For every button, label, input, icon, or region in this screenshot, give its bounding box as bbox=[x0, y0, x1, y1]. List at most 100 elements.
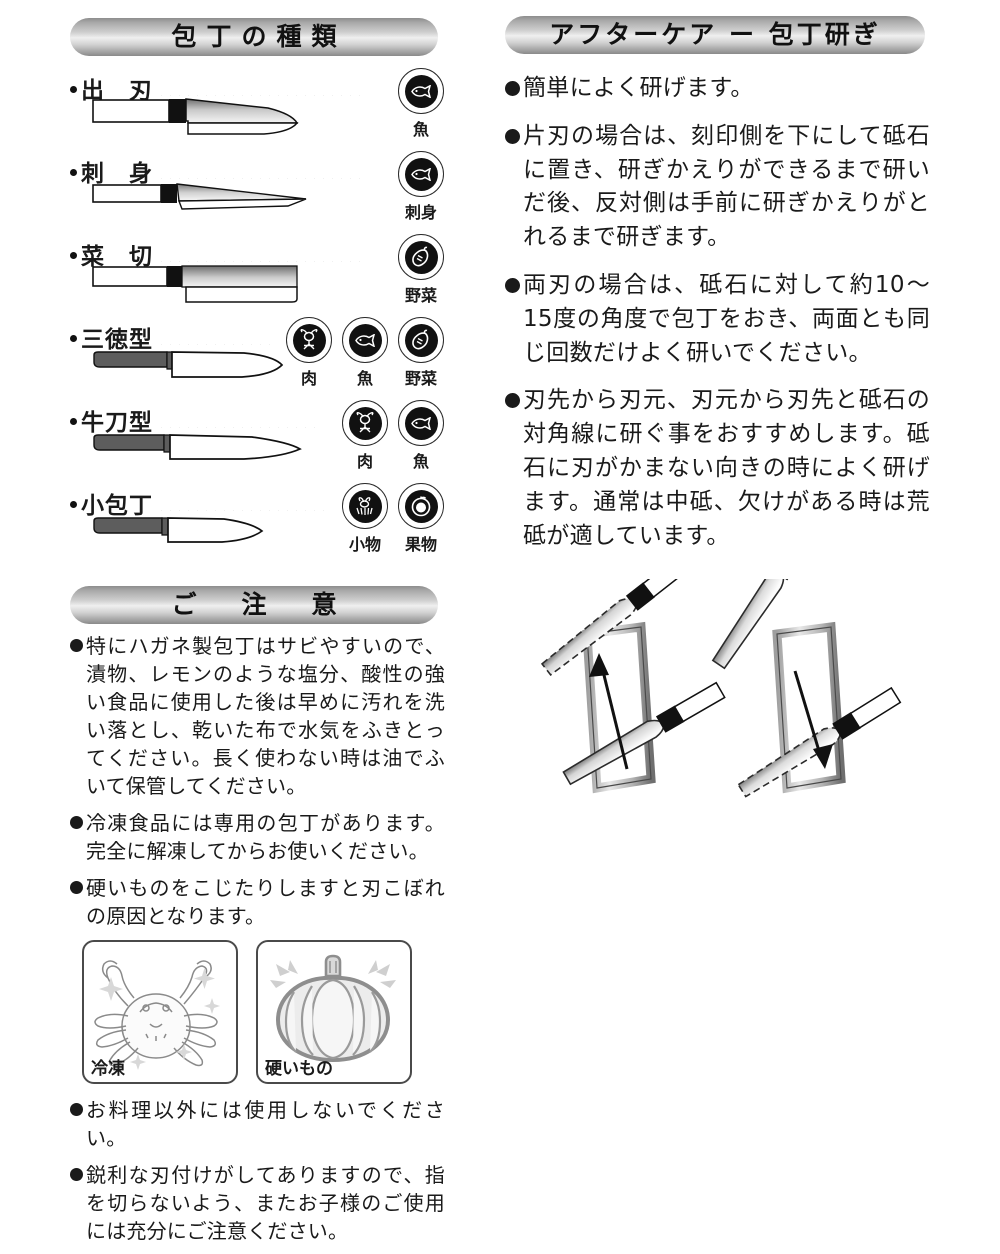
meat-icon bbox=[286, 317, 332, 363]
caution-note-text: お料理以外には使用しないでください。 bbox=[86, 1098, 445, 1150]
list-bullet-icon bbox=[70, 86, 77, 93]
aftercare-header: アフターケア ー 包丁研ぎ bbox=[505, 16, 925, 54]
knife-row: 小包丁 bbox=[70, 483, 445, 566]
usage-icon-caption: 肉 bbox=[300, 369, 317, 388]
list-bullet-icon bbox=[70, 418, 77, 425]
knife-name: 牛刀型 bbox=[81, 410, 153, 436]
caution-header: ご 注 意 bbox=[70, 586, 438, 624]
usage-icon-caption: 魚 bbox=[412, 452, 429, 471]
caution-note-text: 硬いものをこじたりしますと刃こぼれの原因となります。 bbox=[86, 876, 445, 928]
note-bullet-icon bbox=[505, 81, 520, 96]
meat-icon bbox=[342, 400, 388, 446]
usage-icon-item: 魚 bbox=[341, 317, 389, 389]
usage-icon-cluster: 刺身 bbox=[397, 151, 445, 223]
aftercare-note: 刃先から刃元、刃元から刃先と砥石の対角線に研ぐ事をおすすめします。砥石に刃がかま… bbox=[505, 384, 930, 553]
fish-icon bbox=[398, 400, 444, 446]
aftercare-note-text: 片刃の場合は、刻印側を下にして砥石に置き、研ぎかえりができるまで研いだ後、反対側… bbox=[523, 122, 930, 251]
usage-icon-caption: 小物 bbox=[348, 535, 381, 554]
usage-icon-item: 肉 bbox=[285, 317, 333, 389]
leader-dots bbox=[157, 344, 275, 345]
list-bullet-icon bbox=[70, 252, 77, 259]
usage-icon-cluster: 肉 魚 bbox=[285, 317, 445, 389]
knife-illustration-nakiri bbox=[92, 262, 342, 314]
knife-name: 三徳型 bbox=[81, 327, 153, 353]
leader-dots bbox=[157, 510, 327, 511]
right-column: アフターケア ー 包丁研ぎ 簡単によく研げます。 片刃の場合は、刻印側を下にして… bbox=[505, 0, 930, 1200]
usage-icon-caption: 魚 bbox=[356, 369, 373, 388]
knife-illustration-sashimi bbox=[92, 179, 342, 231]
caution-picture-row: 冷凍 bbox=[70, 940, 445, 1084]
caution-notes-bottom: お料理以外には使用しないでください。 鋭利な刃付けがしてありますので、指を切らな… bbox=[70, 1096, 445, 1245]
caution-notes-top: 特にハガネ製包丁はサビやすいので、漬物、レモンのような塩分、酸性の強い食品に使用… bbox=[70, 632, 445, 930]
crab-illustration bbox=[94, 960, 220, 1070]
vegetable-icon bbox=[398, 234, 444, 280]
usage-icon-item: 刺身 bbox=[397, 151, 445, 223]
stroke-arrow-down bbox=[793, 670, 833, 770]
usage-icon-item: 野菜 bbox=[397, 234, 445, 306]
aftercare-note: 片刃の場合は、刻印側を下にして砥石に置き、研ぎかえりができるまで研いだ後、反対側… bbox=[505, 120, 930, 255]
picture-caption: 硬いもの bbox=[265, 1059, 333, 1079]
note-bullet-icon bbox=[70, 1168, 83, 1181]
list-bullet-icon bbox=[70, 169, 77, 176]
usage-icon-caption: 肉 bbox=[356, 452, 373, 471]
knife-types-header: 包丁の種類 bbox=[70, 18, 438, 56]
caution-note-text: 冷凍食品には専用の包丁があります。完全に解凍してからお使いください。 bbox=[86, 811, 445, 863]
caution-note: 鋭利な刃付けがしてありますので、指を切らないよう、またお子様のご使用には充分にご… bbox=[70, 1161, 445, 1245]
usage-icon-caption: 魚 bbox=[412, 120, 429, 139]
fruit-icon bbox=[398, 483, 444, 529]
usage-icon-cluster: 肉 魚 bbox=[341, 400, 445, 472]
aftercare-notes: 簡単によく研げます。 片刃の場合は、刻印側を下にして砥石に置き、研ぎかえりができ… bbox=[505, 72, 930, 553]
caution-note: 硬いものをこじたりしますと刃こぼれの原因となります。 bbox=[70, 874, 445, 930]
note-bullet-icon bbox=[70, 1103, 83, 1116]
leader-dots bbox=[157, 261, 367, 262]
caution-title: ご 注 意 bbox=[171, 589, 347, 619]
usage-icon-caption: 果物 bbox=[404, 535, 437, 554]
knife-name: 刺 身 bbox=[81, 161, 153, 187]
usage-icon-item: 野菜 bbox=[397, 317, 445, 389]
note-bullet-icon bbox=[70, 816, 83, 829]
sharpening-panel-up bbox=[540, 554, 726, 794]
note-bullet-icon bbox=[70, 881, 83, 894]
aftercare-title: アフターケア ー 包丁研ぎ bbox=[549, 19, 881, 49]
aftercare-note: 両刃の場合は、砥石に対して約10〜15度の角度で包丁をおき、両面とも同じ回数だけ… bbox=[505, 269, 930, 370]
knife-row: 三徳型 bbox=[70, 317, 445, 400]
aftercare-note-text: 刃先から刃元、刃元から刃先と砥石の対角線に研ぐ事をおすすめします。砥石に刃がかま… bbox=[523, 387, 930, 549]
knife-illustration-petty bbox=[92, 511, 342, 563]
sharpening-panel-down bbox=[711, 514, 902, 799]
usage-icon-cluster: 野菜 bbox=[397, 234, 445, 306]
knife-types-title: 包丁の種類 bbox=[171, 21, 347, 51]
knife-row: 出 刃 bbox=[70, 68, 445, 151]
usage-icon-item: 肉 bbox=[341, 400, 389, 472]
usage-icon-caption: 野菜 bbox=[404, 369, 437, 388]
note-bullet-icon bbox=[505, 128, 520, 144]
picture-box-frozen: 冷凍 bbox=[82, 940, 238, 1084]
stroke-arrow-up bbox=[589, 653, 629, 770]
usage-icon-cluster: 魚 bbox=[397, 68, 445, 140]
caution-note-text: 特にハガネ製包丁はサビやすいので、漬物、レモンのような塩分、酸性の強い食品に使用… bbox=[86, 634, 445, 798]
caution-note: 冷凍食品には専用の包丁があります。完全に解凍してからお使いください。 bbox=[70, 809, 445, 865]
aftercare-note: 簡単によく研げます。 bbox=[505, 72, 930, 106]
caution-note: 特にハガネ製包丁はサビやすいので、漬物、レモンのような塩分、酸性の強い食品に使用… bbox=[70, 632, 445, 800]
knife-row: 刺 身 bbox=[70, 151, 445, 234]
fish-icon bbox=[398, 151, 444, 197]
knife-name: 菜 切 bbox=[81, 244, 153, 270]
leader-dots bbox=[157, 178, 367, 179]
list-bullet-icon bbox=[70, 335, 77, 342]
picture-box-hard: 硬いもの bbox=[256, 940, 412, 1084]
knife-row: 牛刀型 bbox=[70, 400, 445, 483]
usage-icon-caption: 刺身 bbox=[404, 203, 437, 222]
knife-illustration-gyuto bbox=[92, 428, 342, 480]
usage-icon-item: 魚 bbox=[397, 400, 445, 472]
usage-icon-item: 果物 bbox=[397, 483, 445, 555]
caution-note: お料理以外には使用しないでください。 bbox=[70, 1096, 445, 1152]
knife-illustration-santoku bbox=[92, 345, 342, 397]
manual-page: 包丁の種類 出 刃 bbox=[70, 0, 930, 1243]
sharpening-stroke-diagram bbox=[499, 514, 930, 883]
knife-row: 菜 切 bbox=[70, 234, 445, 317]
small-items-icon bbox=[342, 483, 388, 529]
usage-icon-caption: 野菜 bbox=[404, 286, 437, 305]
aftercare-note-text: 両刃の場合は、砥石に対して約10〜15度の角度で包丁をおき、両面とも同じ回数だけ… bbox=[523, 271, 930, 366]
picture-caption: 冷凍 bbox=[91, 1059, 125, 1079]
fish-icon bbox=[398, 68, 444, 114]
knife-illustration-deba bbox=[92, 96, 342, 148]
